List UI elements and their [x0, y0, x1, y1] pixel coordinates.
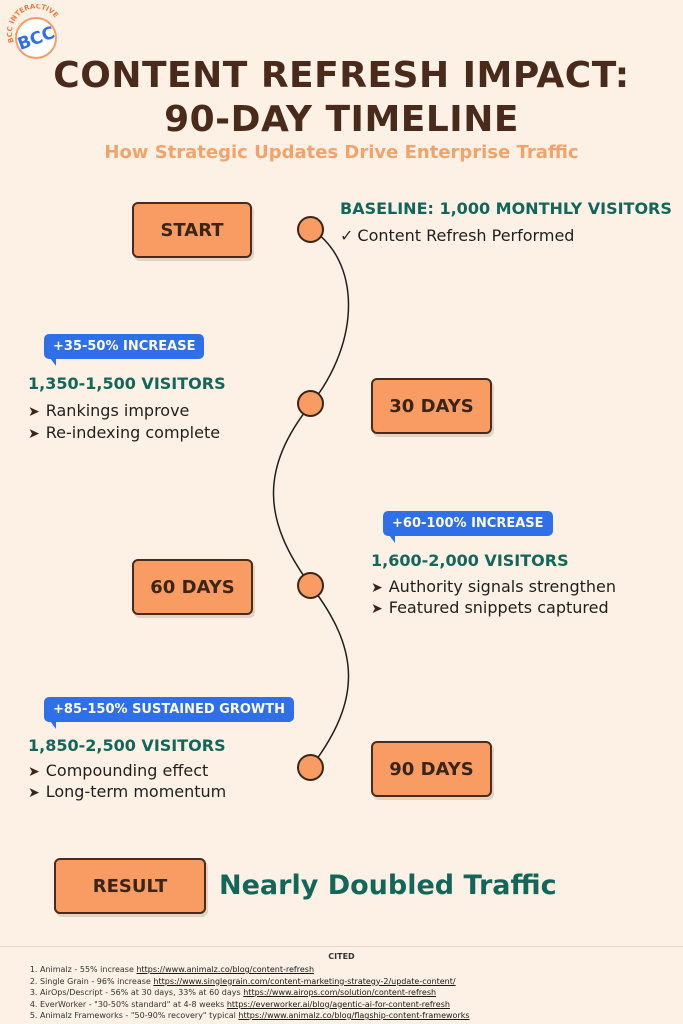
divider [0, 946, 683, 947]
arrow-bullet-icon: ➤ [371, 580, 383, 596]
increase-badge-60: +60-100% INCREASE [383, 511, 553, 543]
visitors-30: 1,350-1,500 VISITORS [28, 374, 226, 393]
citation-link[interactable]: https://www.animalz.co/blog/flagship-con… [238, 1011, 470, 1020]
stage-90-days-box: 90 DAYS [371, 741, 492, 797]
result-headline: Nearly Doubled Traffic [219, 870, 557, 901]
bullet-60-2: ➤Featured snippets captured [371, 598, 609, 617]
bcc-interactive-logo: BCC INTERACTIVE BCC [6, 4, 60, 59]
arrow-bullet-icon: ➤ [28, 426, 40, 442]
arrow-bullet-icon: ➤ [28, 785, 40, 801]
citation-link[interactable]: https://www.airops.com/solution/content-… [243, 988, 437, 997]
page-title-line-2: 90-DAY TIMELINE [164, 99, 519, 140]
citation-item: Animalz - 55% increase https://www.anima… [40, 964, 470, 976]
arrow-bullet-icon: ➤ [28, 404, 40, 420]
citation-link[interactable]: https://everworker.ai/blog/agentic-ai-fo… [226, 999, 450, 1009]
timeline-node-60 [297, 572, 324, 599]
page-title-line-1: CONTENT REFRESH IMPACT: [53, 55, 630, 96]
cited-heading: CITED [328, 952, 355, 961]
increase-badge-30: +35-50% INCREASE [44, 334, 205, 366]
timeline-node-90 [297, 754, 324, 781]
visitors-90: 1,850-2,500 VISITORS [28, 736, 226, 755]
citation-item: EverWorker - "30-50% standard" at 4-8 we… [40, 999, 470, 1011]
baseline-note: ✓Content Refresh Performed [340, 226, 574, 245]
bullet-60-1: ➤Authority signals strengthen [371, 577, 616, 596]
stage-result-box: RESULT [54, 858, 206, 914]
bullet-90-2: ➤Long-term momentum [28, 782, 227, 801]
arrow-bullet-icon: ➤ [28, 764, 40, 780]
bullet-30-1: ➤Rankings improve [28, 401, 190, 420]
bullet-30-2: ➤Re-indexing complete [28, 423, 221, 442]
growth-badge-90: +85-150% SUSTAINED GROWTH [44, 697, 295, 729]
stage-start-box: START [132, 202, 252, 258]
citation-item: Animalz Frameworks - "50-90% recovery" t… [40, 1010, 470, 1022]
baseline-heading: BASELINE: 1,000 MONTHLY VISITORS [340, 199, 672, 218]
citation-item: AirOps/Descript - 56% at 30 days, 33% at… [40, 987, 470, 999]
arrow-bullet-icon: ➤ [371, 601, 383, 617]
visitors-60: 1,600-2,000 VISITORS [371, 551, 569, 570]
timeline-node-30 [297, 390, 324, 417]
citations-list: Animalz - 55% increase https://www.anima… [30, 964, 470, 1022]
stage-30-days-box: 30 DAYS [371, 378, 492, 434]
bullet-90-1: ➤Compounding effect [28, 761, 209, 780]
stage-60-days-box: 60 DAYS [132, 559, 253, 615]
citation-item: Single Grain - 96% increase https://www.… [40, 976, 470, 988]
baseline-note-text: Content Refresh Performed [357, 226, 575, 245]
citation-link[interactable]: https://www.singlegrain.com/content-mark… [153, 976, 456, 986]
page-subtitle: How Strategic Updates Drive Enterprise T… [104, 142, 579, 163]
timeline-node-start [297, 216, 324, 243]
citation-link[interactable]: https://www.animalz.co/blog/content-refr… [136, 965, 315, 974]
checkmark-icon: ✓ [340, 226, 354, 245]
